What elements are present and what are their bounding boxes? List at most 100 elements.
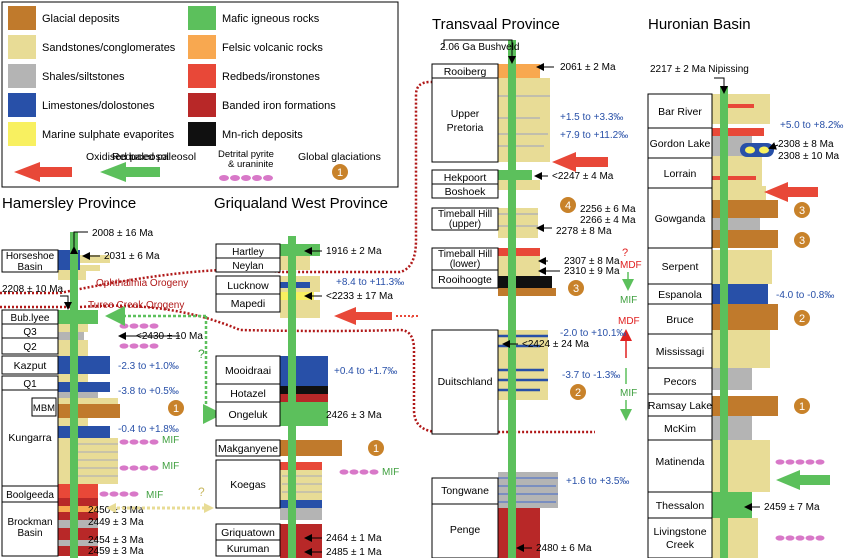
transvaal-glaciation-2 (570, 384, 586, 400)
unit-hartley: Hartley (232, 247, 264, 258)
huronian-glaciation-1 (794, 398, 810, 414)
mif-2: MIF (162, 461, 179, 472)
pyrite-hamersley (99, 323, 159, 497)
mdf-1: MDF (620, 260, 642, 271)
orogeny-lines (0, 80, 595, 434)
age-2424: <2424 ± 24 Ma (522, 339, 589, 350)
age-2031: 2031 ± 6 Ma (104, 251, 160, 262)
ophthalmia-orogeny-label: Ophthalmia Orogeny (96, 278, 188, 289)
unit-matinenda: Matinenda (655, 456, 704, 468)
isotope-q1: -3.8 to +0.5‰ (118, 386, 179, 397)
transvaal-glaciation-3 (568, 280, 584, 296)
legend-swatch-0 (8, 6, 36, 30)
legend-label-0: Glacial deposits (42, 13, 120, 25)
isotope-kazput: -2.3 to +1.0‰ (118, 361, 179, 372)
legend-swatch-4 (8, 122, 36, 146)
mif-transvaal-2: MIF (620, 388, 637, 399)
age-2480: 2480 ± 6 Ma (536, 543, 592, 554)
turee-creek-orogeny-label: Turee Creek Orogeny (88, 300, 184, 311)
transvaal-oxidised-arrow (552, 152, 608, 172)
age-2256: 2256 ± 6 Ma (580, 204, 636, 215)
pyrite-symbol (219, 175, 273, 181)
isotope-bar-river: +5.0 to +8.2‰ (780, 120, 843, 131)
griqualand-mif: MIF (382, 467, 399, 478)
legend-swatch-8 (188, 93, 216, 117)
griqualand-title: Griqualand West Province (214, 195, 388, 212)
huronian-glaciation-3a-number: 3 (799, 205, 805, 217)
isotope-pretoria-2: +7.9 to +11.2‰ (560, 130, 628, 141)
isotope-duitschland-2: -3.7 to -1.3‰ (562, 370, 620, 381)
legend-label-3: Limestones/dolostones (42, 100, 155, 112)
glaciation-symbol (332, 164, 348, 180)
unit-kuruman: Kuruman (227, 543, 270, 555)
isotope-pretoria-1: +1.5 to +3.3‰ (560, 112, 623, 123)
unit-koegas: Koegas (230, 479, 266, 491)
mif-1: MIF (162, 435, 179, 446)
unit-gowganda: Gowganda (655, 213, 706, 225)
mif-3: MIF (146, 490, 163, 501)
unit-mckim: McKim (664, 423, 696, 435)
legend: Glacial depositsSandstones/conglomerates… (1, 1, 399, 188)
age-2485: 2485 ± 1 Ma (326, 547, 382, 558)
pyrite-griqualand (339, 469, 379, 475)
unit-penge: Penge (450, 524, 481, 536)
legend-label-6: Felsic volcanic rocks (222, 42, 323, 54)
bushveld-label: 2.06 Ga Bushveld (440, 42, 520, 53)
mdf-2: MDF (618, 316, 640, 327)
age-2247: <2247 ± 4 Ma (552, 171, 614, 182)
huronian-title: Huronian Basin (648, 16, 751, 33)
transvaal-title: Transvaal Province (432, 16, 560, 33)
unit-q3: Q3 (23, 327, 37, 338)
griqualand-glaciation-number: 1 (373, 443, 379, 455)
age-2308-b: 2308 ± 10 Ma (778, 151, 840, 162)
hamersley-glaciation-number: 1 (173, 403, 179, 415)
unit-neylan: Neylan (232, 261, 263, 272)
unit-tongwane: Tongwane (441, 485, 489, 497)
unit-boshoek: Boshoek (445, 186, 487, 198)
hamersley-question-1: ? (198, 347, 205, 361)
huronian-glaciation-3a (794, 202, 810, 218)
reduced-paleosol-arrow (100, 162, 160, 182)
age-2307: 2307 ± 8 Ma (564, 256, 620, 267)
oxidised-paleosol-arrow (14, 162, 72, 182)
glaciation-symbol-number: 1 (337, 167, 343, 179)
unit-kazput: Kazput (14, 360, 47, 372)
legend-reduced-label: Reduced paleosol (112, 151, 196, 163)
huronian-glaciation-1-number: 1 (799, 401, 805, 413)
age-2454: 2454 ± 3 Ma (88, 535, 144, 546)
age-2464: 2464 ± 1 Ma (326, 533, 382, 544)
unit-mapedi: Mapedi (231, 298, 265, 310)
unit-rooiberg: Rooiberg (444, 66, 487, 78)
pyrite-huronian (775, 459, 825, 541)
unit-boolgeeda: Boolgeeda (6, 490, 54, 501)
legend-label-9: Mn-rich deposits (222, 129, 303, 141)
transvaal-glaciation-3-number: 3 (573, 283, 579, 295)
huronian-glaciation-3b-number: 3 (799, 235, 805, 247)
age-2008: 2008 ± 16 Ma (92, 228, 154, 239)
griqualand-oxidised-arrow (334, 307, 392, 325)
legend-label-7: Redbeds/ironstones (222, 71, 320, 83)
unit-espanola: Espanola (658, 289, 702, 301)
transvaal-glaciation-4-number: 4 (565, 200, 571, 212)
unit-ongeluk: Ongeluk (228, 409, 268, 421)
unit-timeball-hill-upper: Timeball Hill(upper) (438, 209, 492, 230)
legend-swatch-9 (188, 122, 216, 146)
mif-transvaal-1: MIF (620, 295, 637, 306)
isotope-tongwane: +1.6 to +3.5‰ (566, 476, 629, 487)
unit-griquatown: Griquatown (221, 527, 275, 539)
transvaal-question: ? (622, 247, 628, 259)
hamersley-title: Hamersley Province (2, 195, 136, 212)
age-2459-huronian: 2459 ± 7 Ma (764, 502, 820, 513)
legend-swatch-5 (188, 6, 216, 30)
age-2430: <2430 ± 10 Ma (136, 331, 203, 342)
unit-rooihoogte: Rooihoogte (438, 274, 492, 286)
unit-kungarra: Kungarra (8, 432, 51, 444)
huronian-oxidised-arrow (764, 182, 818, 202)
age-2308-a: 2308 ± 8 Ma (778, 139, 834, 150)
age-2449: 2449 ± 3 Ma (88, 517, 144, 528)
unit-bublyee: Bub.lyee (11, 313, 50, 324)
